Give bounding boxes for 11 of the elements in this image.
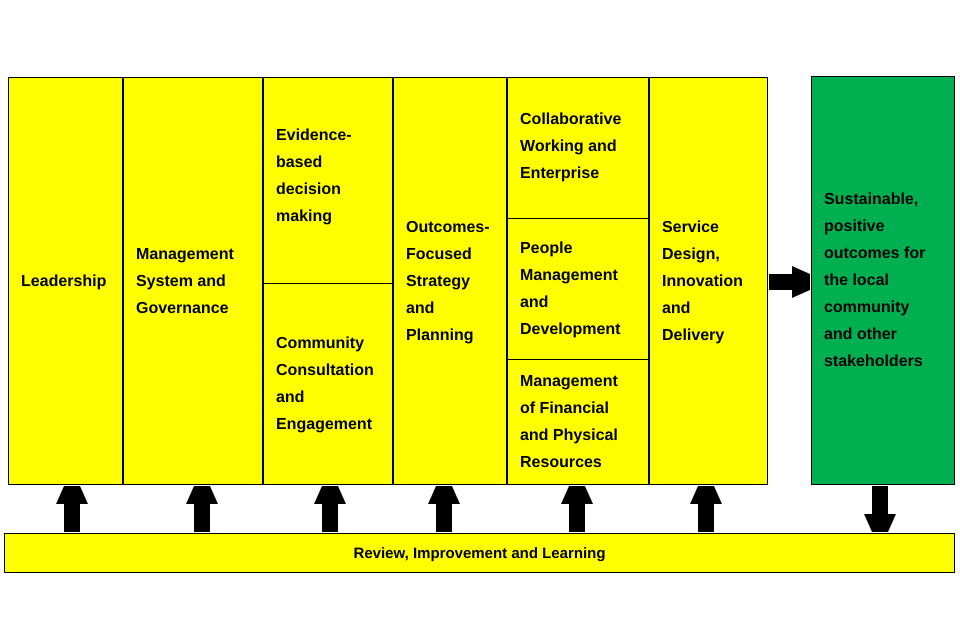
- process-box: Outcomes-Focused Strategy and Planning: [393, 77, 507, 485]
- process-box: Service Design, Innovation and Delivery: [649, 77, 768, 485]
- process-box: Evidence-based decision making: [263, 77, 393, 284]
- process-box: Management of Financial and Physical Resources: [507, 359, 649, 485]
- process-box: Community Consultation and Engagement: [263, 283, 393, 485]
- process-box: Leadership: [8, 77, 123, 485]
- process-box: People Management and Development: [507, 218, 649, 360]
- process-box: Collaborative Working and Enterprise: [507, 77, 649, 219]
- outcome-box: Sustainable, positive outcomes for the local community and other stakeholders: [811, 76, 955, 485]
- review-bar: Review, Improvement and Learning: [4, 533, 955, 573]
- process-box: Management System and Governance: [123, 77, 263, 485]
